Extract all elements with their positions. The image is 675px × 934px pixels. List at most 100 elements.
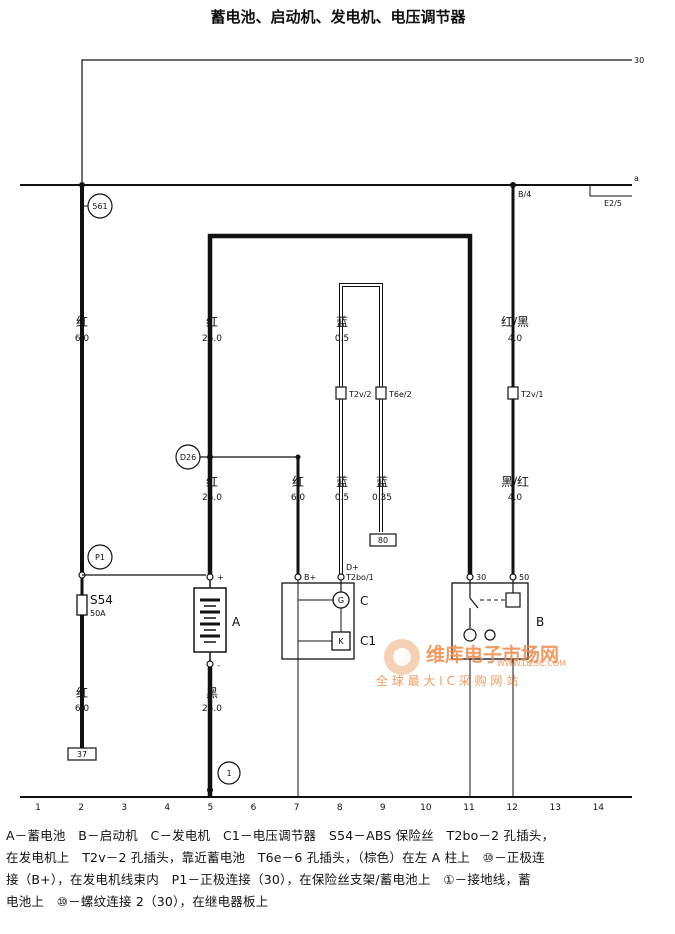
watermark-slogan: 全 球 最 大 I C 采 购 网 站: [376, 673, 518, 688]
wire-7-gauge: 6.0: [291, 493, 306, 503]
wire-12a-color: 红/黑: [501, 314, 529, 329]
box-80-label: 80: [378, 536, 388, 545]
legend-line: 接（B+），在发电机线束内 P1－正极连接（30），在保险丝支架/蓄电池上 ①－…: [6, 872, 531, 887]
column-number: 3: [121, 803, 127, 813]
legend: A－蓄电池 B－启动机 C－发电机 C1－电压调节器 S54－ABS 保险丝 T…: [6, 825, 670, 913]
wire-9-color: 蓝: [376, 475, 388, 489]
connector-t2v2: [335, 386, 347, 400]
junction-dot: [79, 182, 85, 188]
box-37: [67, 747, 97, 761]
wire-12a-gauge: 4.0: [508, 334, 523, 344]
wire-12b-color: 黑/红: [501, 474, 529, 489]
wire-column-8-9: 蓝 0.5 T2v/2 T6e/2 蓝 0.5 蓝 0.35 80 D+ T2b…: [335, 283, 412, 582]
wire-8a-gauge: 0.5: [335, 334, 349, 344]
rail-30-label: 30: [634, 56, 644, 65]
diagram-title: 蓄电池、启动机、发电机、电压调节器: [210, 8, 466, 26]
wire-5c-color: 黑: [206, 686, 218, 700]
watermark-brand: 维库电子市场网: [426, 643, 559, 666]
terminal-battery-minus-label: -: [217, 661, 220, 670]
connector-t2v1: [507, 386, 519, 400]
wiring-diagram: 蓄电池、启动机、发电机、电压调节器 30 a 561 红 6.0 P1 S54 …: [20, 8, 644, 813]
marker-d26: [175, 444, 201, 470]
battery-a: A - 黑 25.0 1: [193, 580, 241, 797]
svg-text:K: K: [338, 637, 344, 646]
wire-5b-gauge: 25.0: [202, 493, 222, 503]
wire-column-7: 红 6.0 B+: [291, 454, 316, 797]
connector-t2v1-label: T2v/1: [520, 390, 544, 399]
svg-text:G: G: [338, 596, 344, 605]
legend-line: 在发电机上 T2v－2 孔插头，靠近蓄电池 T6e－6 孔插头，（棕色）在左 A…: [6, 850, 545, 865]
marker-561: [87, 193, 113, 219]
wire-8b-gauge: 0.5: [335, 493, 349, 503]
terminal-30: [466, 573, 474, 581]
marker-d26-label: D26: [180, 453, 196, 462]
fuse-s54: [76, 594, 88, 616]
regulator-c1-label: C1: [360, 634, 376, 648]
wire-5a-gauge: 25.0: [202, 334, 222, 344]
box-37-label: 37: [77, 750, 87, 759]
wire-2b-gauge: 6.0: [75, 704, 90, 714]
rail-a-label: a: [634, 174, 639, 183]
rail-main: a: [20, 174, 639, 186]
watermark-url: WWW.DZSC.COM: [497, 659, 566, 668]
marker-p1-label: P1: [95, 553, 105, 562]
wire-2b-color: 红: [76, 685, 88, 700]
wire-7-color: 红: [292, 474, 304, 489]
watermark: 维库电子市场网 WWW.DZSC.COM 全 球 最 大 I C 采 购 网 站: [376, 639, 566, 688]
marker-561-label: 561: [92, 202, 107, 211]
wire-column-12: B/4 E2/5 红/黑 4.0 T2v/1 黑/红 4.0 50 30: [466, 182, 632, 582]
alternator-c: G C K C1: [281, 580, 376, 660]
connector-t2bo1-label: T2bo/1: [345, 573, 374, 582]
fuse-s54-rating: 50A: [90, 609, 106, 618]
column-number: 4: [164, 803, 170, 813]
column-number: 12: [506, 803, 517, 813]
column-number: 5: [208, 803, 214, 813]
marker-e2-label: E2/5: [604, 199, 622, 208]
column-number: 6: [251, 803, 257, 813]
wire-battery-to-starter: 红 25.0 D26 红 25.0 +: [175, 233, 473, 582]
marker-ground-1: [217, 761, 241, 785]
marker-ground-1-label: 1: [226, 769, 231, 778]
box-80: [369, 533, 397, 547]
terminal-battery-minus: [206, 660, 214, 668]
wire-9-gauge: 0.35: [372, 493, 392, 503]
junction-ground-dot: [207, 787, 213, 793]
rail-30: 30: [81, 56, 644, 185]
battery-a-label: A: [232, 615, 241, 629]
column-number: 7: [294, 803, 300, 813]
wire-2-color: 红: [76, 314, 88, 329]
wire-8b-color: 蓝: [336, 475, 348, 489]
terminal-b-plus-label: B+: [304, 573, 316, 582]
wire-8a-color: 蓝: [336, 315, 348, 329]
fuse-s54-name: S54: [90, 593, 113, 607]
terminal-d-plus-label: D+: [346, 563, 359, 572]
column-number: 2: [78, 803, 84, 813]
column-number: 8: [337, 803, 343, 813]
terminal-battery-plus-label: +: [217, 573, 224, 582]
column-number: 1: [35, 803, 41, 813]
column-number: 9: [380, 803, 386, 813]
starter-b: B: [451, 580, 544, 797]
terminal-50: [509, 573, 517, 581]
starter-b-label: B: [536, 615, 544, 629]
marker-p1: [87, 544, 113, 570]
wire-5a-color: 红: [206, 314, 218, 329]
terminal-d-plus: [337, 573, 345, 581]
wire-12b-gauge: 4.0: [508, 493, 523, 503]
marker-b4-label: B/4: [518, 190, 531, 199]
terminal-battery-plus: [206, 573, 214, 581]
column-number: 14: [593, 803, 605, 813]
column-number: 11: [463, 803, 474, 813]
column-number: 10: [420, 803, 432, 813]
legend-line: 电池上 ⑩－螺纹连接 2（30），在继电器板上: [6, 894, 269, 909]
terminal-b-plus: [294, 573, 302, 581]
column-number: 13: [549, 803, 560, 813]
wire-2-gauge: 6.0: [75, 334, 90, 344]
legend-line: A－蓄电池 B－启动机 C－发电机 C1－电压调节器 S54－ABS 保险丝 T…: [6, 828, 555, 843]
connector-t6e2: [375, 386, 387, 400]
alternator-c-label: C: [360, 594, 368, 608]
connector-t2v2-label: T2v/2: [348, 390, 372, 399]
wire-5b-color: 红: [206, 474, 218, 489]
terminal-50-label: 50: [519, 573, 529, 582]
